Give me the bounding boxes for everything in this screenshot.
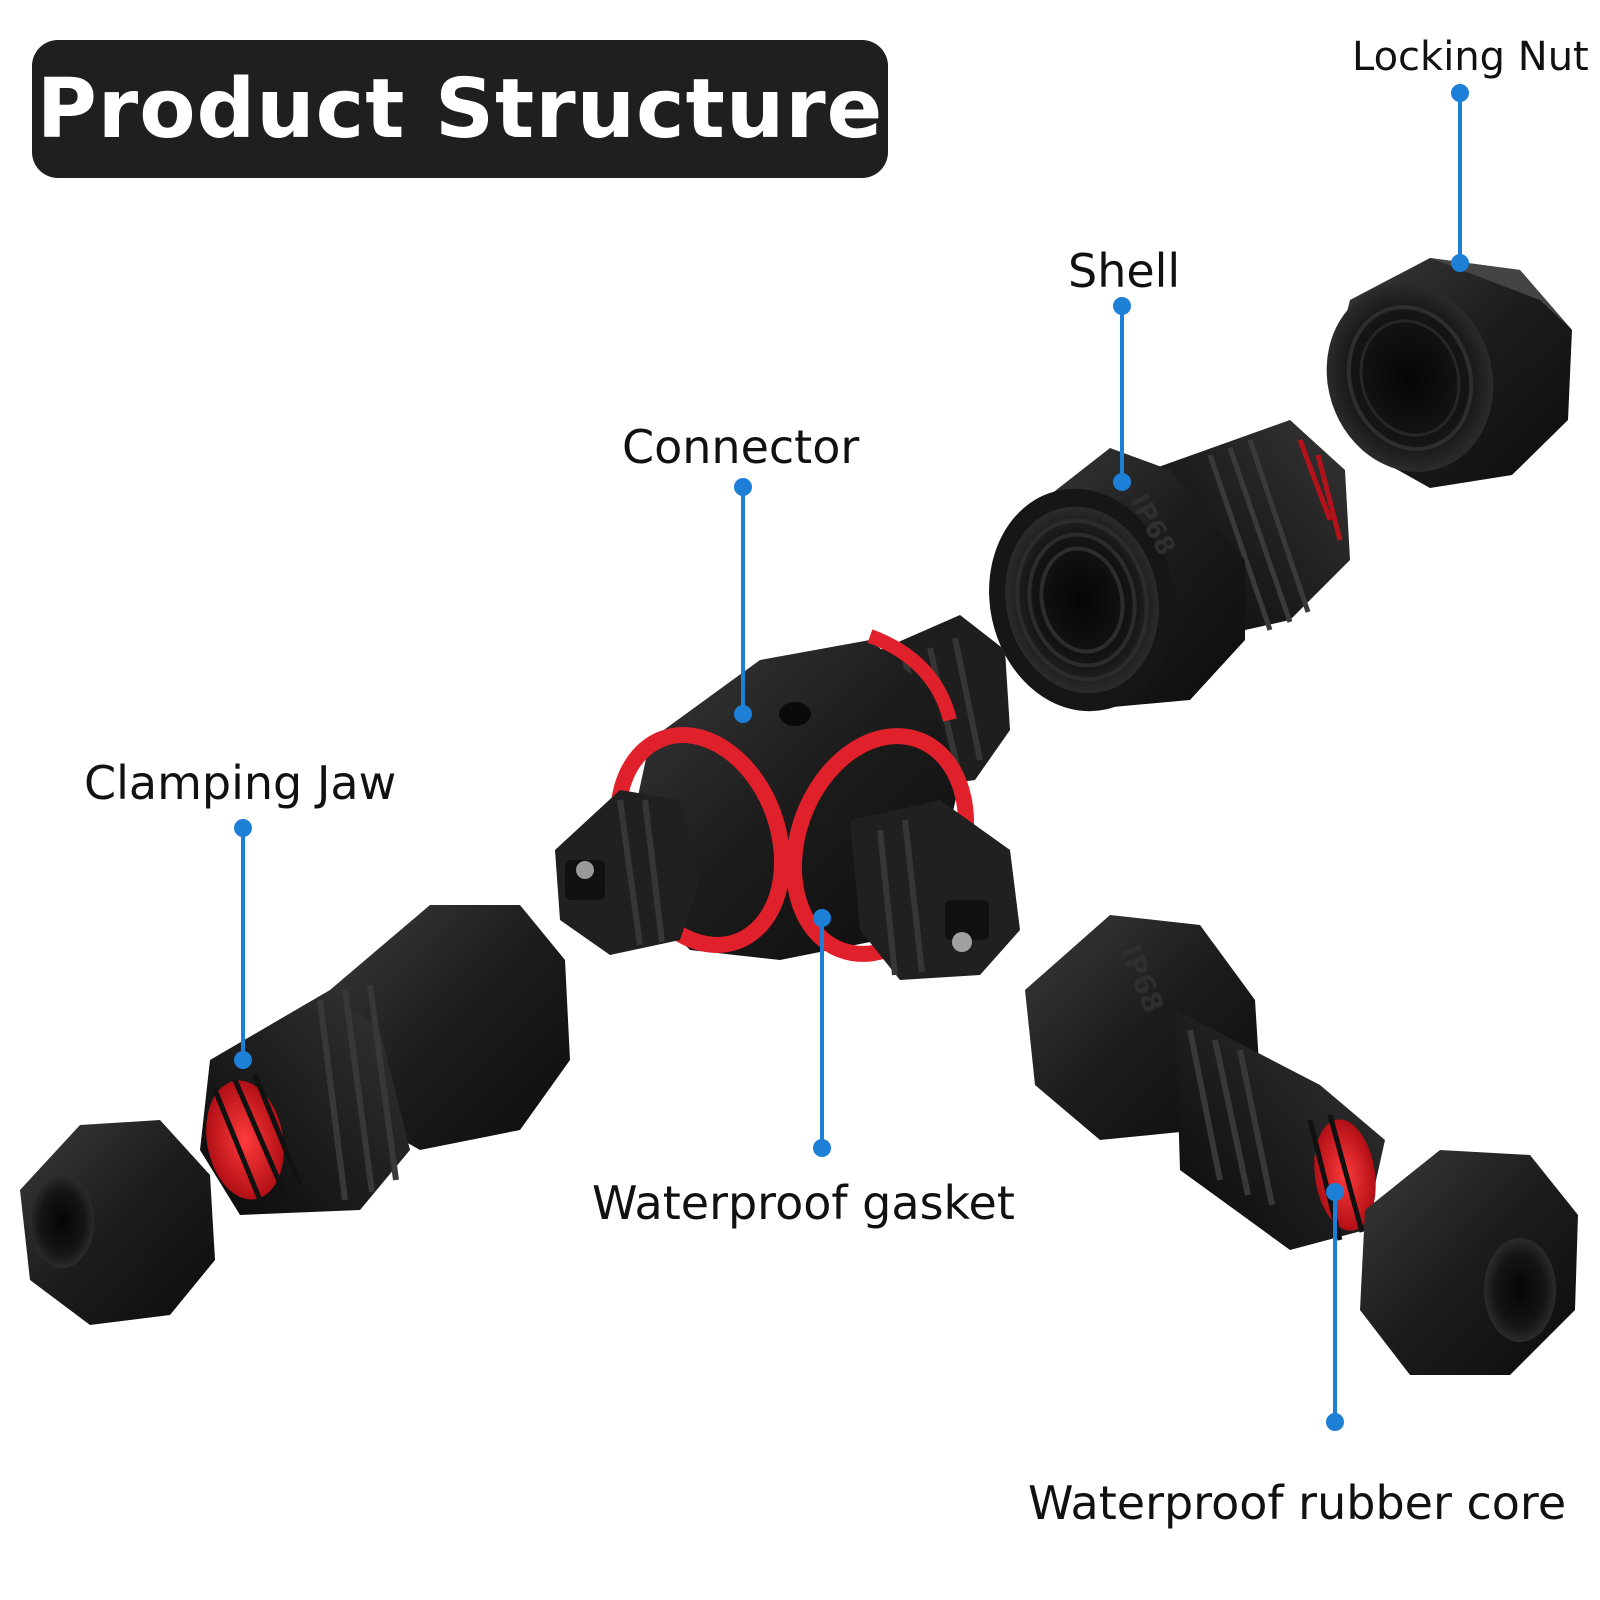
callout-dot-shell-end: [1113, 473, 1131, 491]
t-connector: [555, 615, 1020, 980]
callout-dot-rubber-core: [1326, 1183, 1344, 1201]
callout-dot-connector-end: [734, 705, 752, 723]
callout-dot-locking-nut-end: [1451, 254, 1469, 272]
callout-dot-shell: [1113, 297, 1131, 315]
shell-right: IP68: [1025, 915, 1385, 1250]
label-waterproof-gasket: Waterproof gasket: [592, 1176, 1015, 1230]
label-clamping-jaw: Clamping Jaw: [84, 756, 397, 810]
callout-dot-gasket: [813, 909, 831, 927]
shell-top: IP68: [989, 420, 1350, 712]
label-locking-nut: Locking Nut: [1352, 34, 1589, 80]
label-shell: Shell: [1068, 244, 1181, 298]
shell-left: [200, 905, 570, 1215]
title-banner: Product Structure: [32, 40, 888, 178]
callout-dot-rubber-core-end: [1326, 1413, 1344, 1431]
callout-dot-gasket-end: [813, 1139, 831, 1157]
label-waterproof-rubber-core: Waterproof rubber core: [1028, 1476, 1567, 1530]
callout-dot-locking-nut: [1451, 84, 1469, 102]
callout-lines: [234, 84, 1469, 1431]
callout-dot-connector: [734, 478, 752, 496]
label-connector: Connector: [622, 420, 860, 474]
locking-nut-top: [1326, 258, 1572, 488]
page-title: Product Structure: [36, 61, 884, 157]
callout-dot-clamping-jaw: [234, 819, 252, 837]
locking-nut-right: [1360, 1150, 1578, 1375]
callout-dot-clamping-jaw-end: [234, 1051, 252, 1069]
locking-nut-left: [20, 1120, 215, 1325]
